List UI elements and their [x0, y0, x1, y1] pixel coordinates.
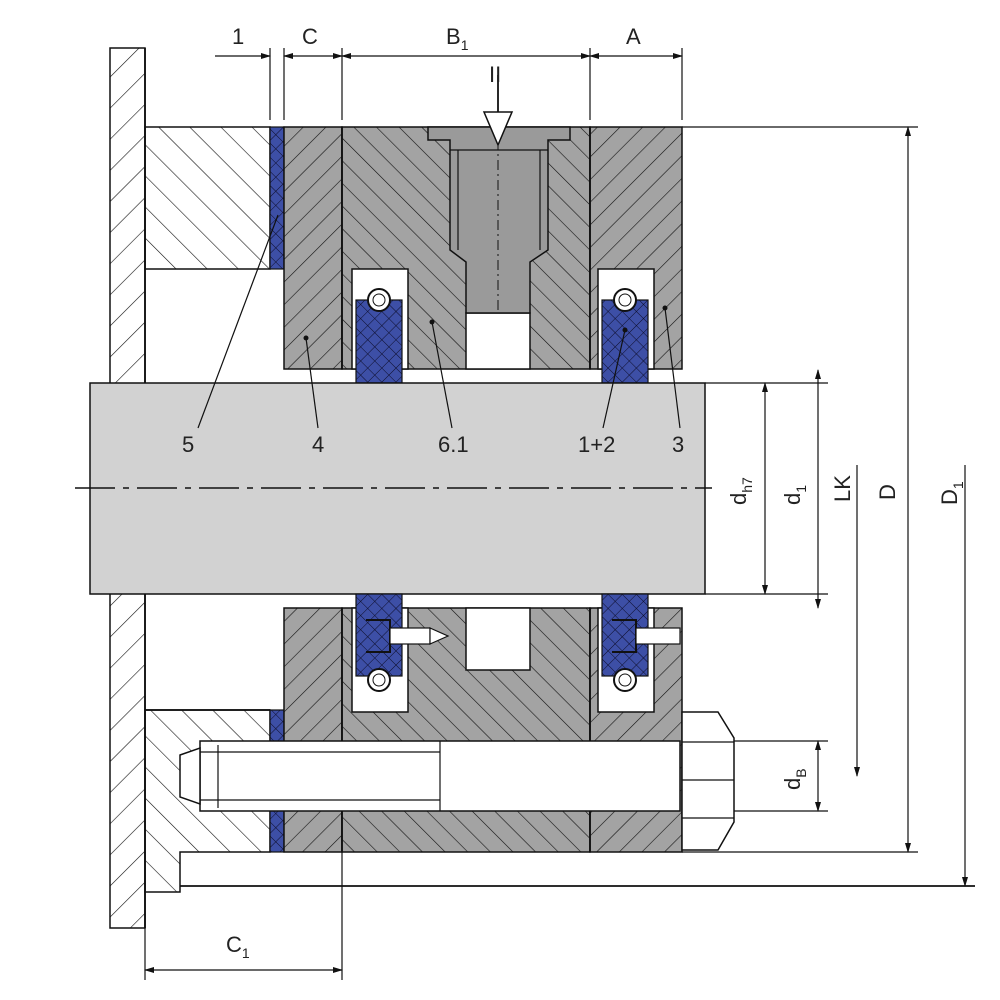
label-dim-d1: d1 — [780, 485, 809, 505]
seal-right-upper — [601, 288, 649, 384]
label-part-3: 3 — [672, 432, 684, 457]
seal-left-lower — [355, 593, 450, 692]
label-dim-c1: C1 — [226, 932, 250, 961]
label-dim-d: D — [875, 484, 900, 500]
part-leader-lines — [197, 214, 681, 429]
seal-right-lower — [601, 593, 681, 692]
gasket-part-5-upper — [269, 126, 285, 270]
label-part-4: 4 — [312, 432, 324, 457]
right-dimensions — [682, 126, 968, 887]
label-dim-D1: D1 — [937, 481, 966, 505]
label-dim-lk: LK — [830, 475, 855, 502]
bottom-dimension-c1 — [144, 852, 343, 980]
port-inlet-arrow — [482, 75, 514, 147]
mounting-bolt — [179, 711, 735, 851]
label-port-ii: II — [489, 62, 501, 87]
label-dim-1: 1 — [232, 24, 244, 49]
label-part-5: 5 — [182, 432, 194, 457]
top-dimensions — [215, 48, 683, 120]
label-dim-a: A — [626, 24, 641, 49]
shaft — [75, 382, 712, 595]
label-part-6-1: 6.1 — [438, 432, 469, 457]
label-dim-b1: B1 — [446, 24, 469, 53]
label-dim-dh7: dh7 — [726, 477, 755, 505]
label-dim-c: C — [302, 24, 318, 49]
label-part-1-2: 1+2 — [578, 432, 615, 457]
label-dim-db: dB — [780, 768, 809, 790]
seal-left-upper — [355, 288, 403, 384]
machine-flange-upper — [144, 126, 271, 270]
